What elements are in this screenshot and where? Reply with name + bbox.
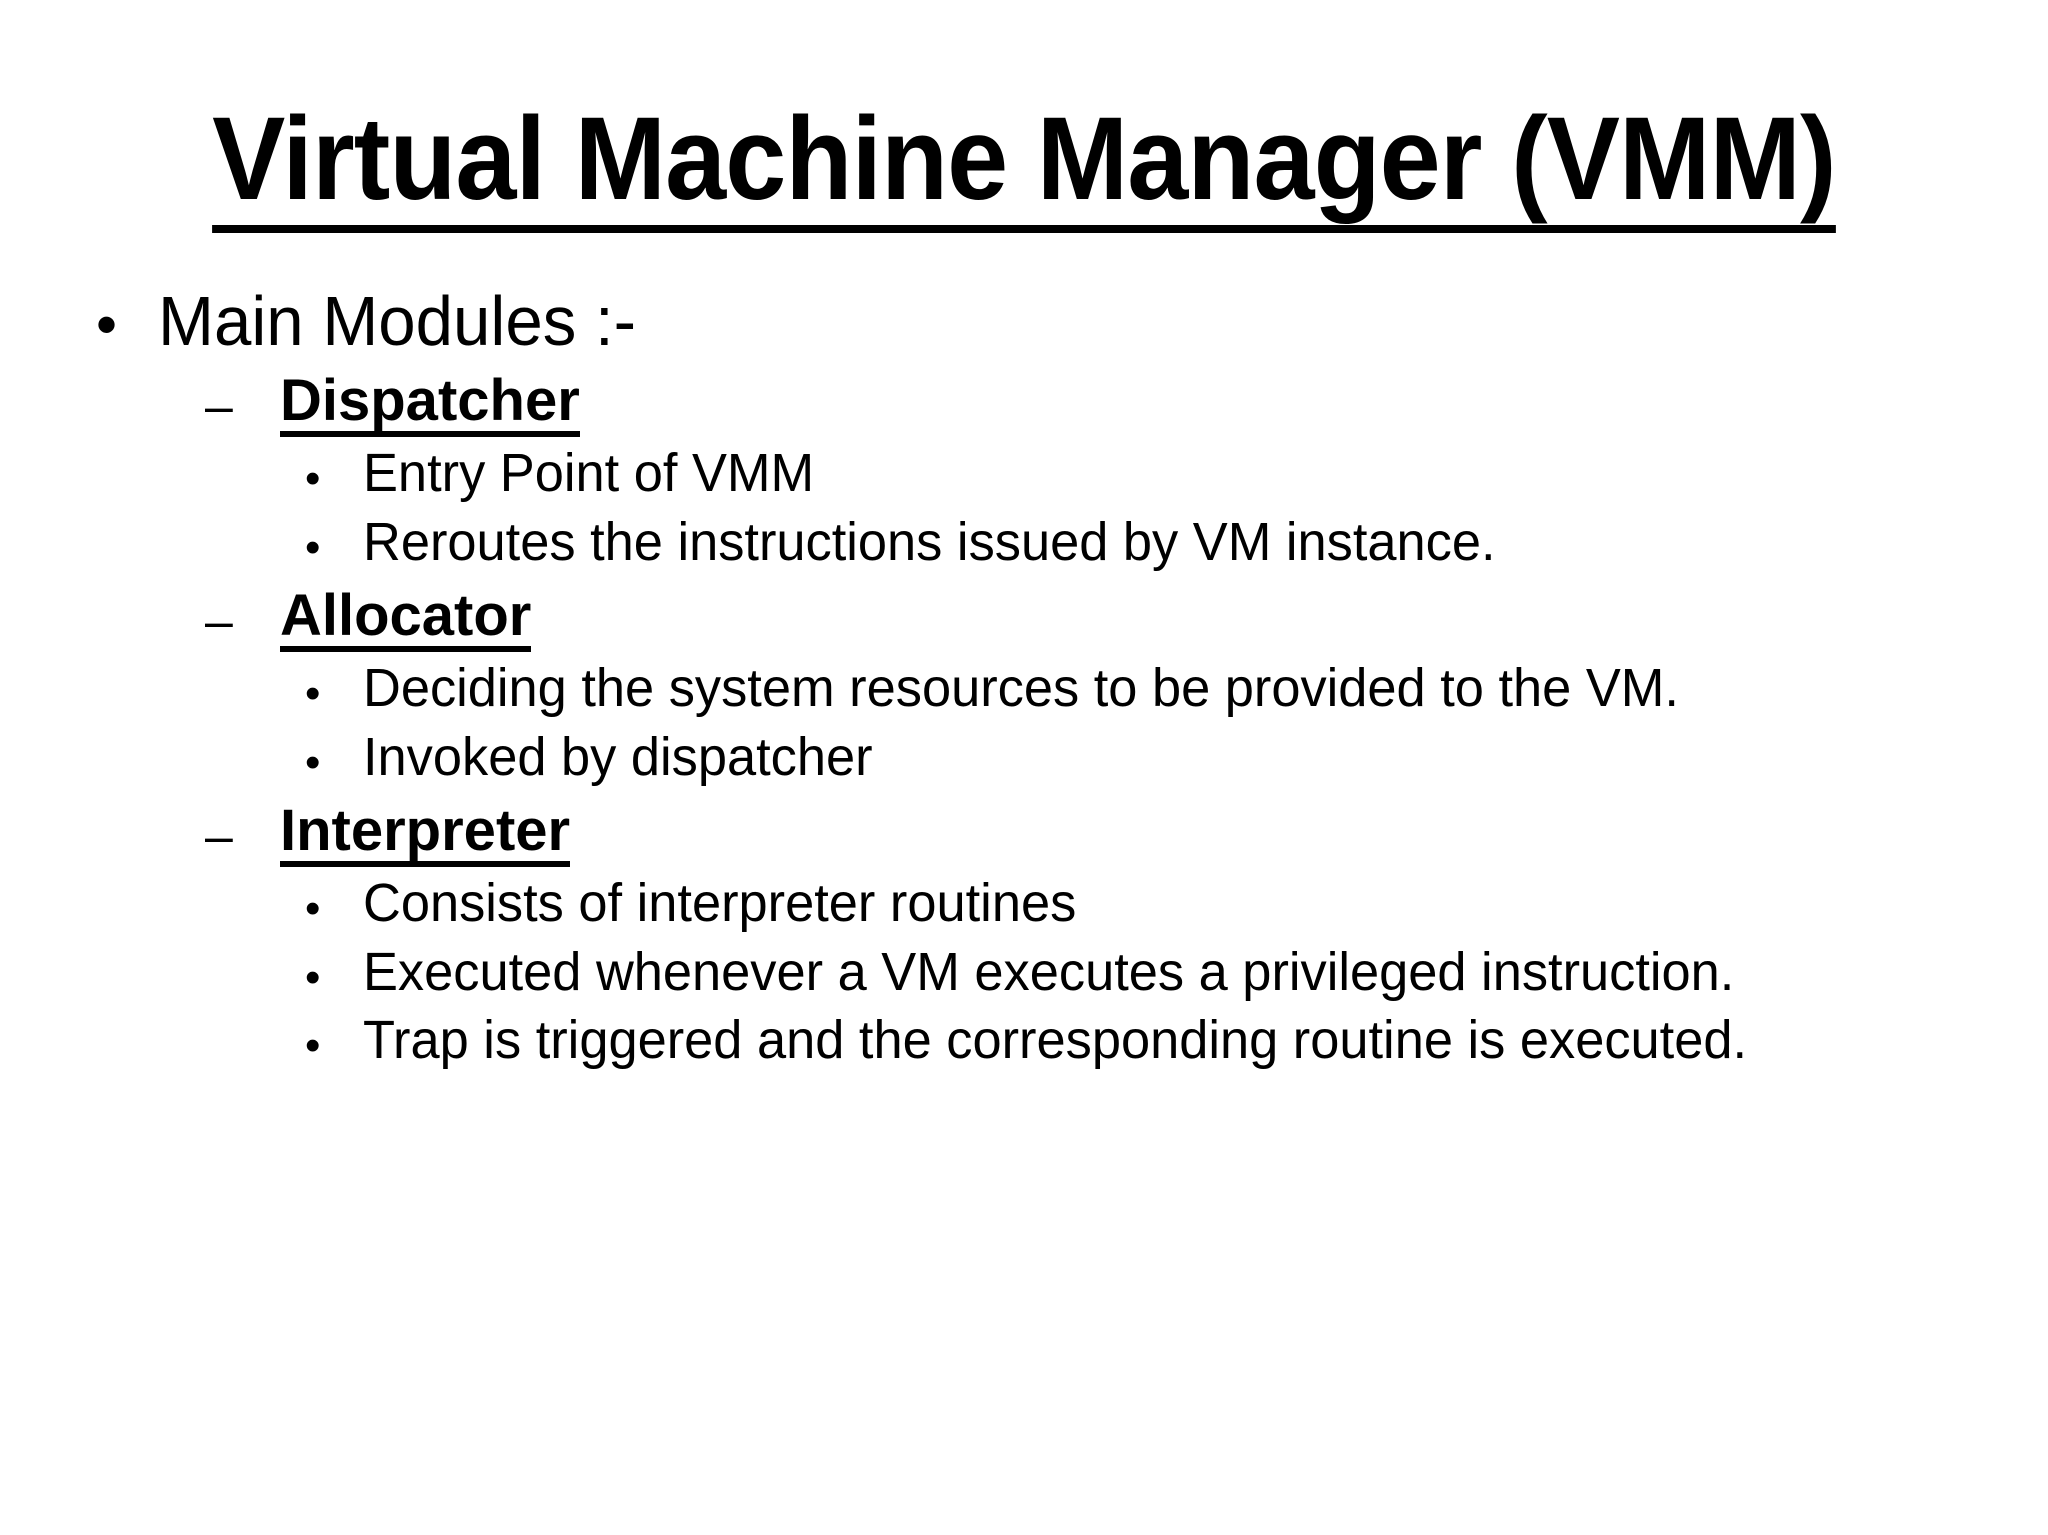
outline-item-level3[interactable]: • Reroutes the instructions issued by VM…: [0, 512, 2048, 572]
bullet-round-icon: •: [305, 669, 321, 719]
bullet-dash-icon: –: [205, 808, 233, 865]
outline-item-level2-interpreter[interactable]: – Interpreter: [0, 801, 2048, 868]
bullet-round-icon: •: [305, 454, 321, 504]
outline-item-text: Dispatcher: [280, 371, 2048, 438]
bullet-round-icon: •: [305, 522, 321, 572]
outline-item-text: Entry Point of VMM: [363, 443, 815, 504]
outline-item-text: Main Modules :-: [158, 282, 637, 360]
bullet-round-icon: •: [305, 1021, 321, 1071]
outline-item-level2-allocator[interactable]: – Allocator: [0, 586, 2048, 653]
outline-item-level3[interactable]: • Executed whenever a VM executes a priv…: [0, 942, 2048, 1002]
slide-title-block: Virtual Machine Manager (VMM): [0, 95, 2048, 234]
outline-item-label: Interpreter: [280, 802, 571, 868]
slide-title: Virtual Machine Manager (VMM): [212, 95, 1837, 234]
outline-item-level1[interactable]: • Main Modules :-: [0, 282, 2048, 360]
outline-item-text: Trap is triggered and the corresponding …: [363, 1010, 1748, 1071]
bullet-round-icon: •: [305, 884, 321, 934]
outline-item-text: Executed whenever a VM executes a privil…: [363, 941, 1735, 1002]
outline-item-level3[interactable]: • Trap is triggered and the correspondin…: [0, 1010, 2048, 1070]
outline-item-text: Interpreter: [280, 801, 2048, 868]
outline-item-text: Deciding the system resources to be prov…: [363, 658, 1679, 719]
outline-item-level3[interactable]: • Consists of interpreter routines: [0, 873, 2048, 933]
outline-item-level3[interactable]: • Entry Point of VMM: [0, 443, 2048, 503]
outline-item-text: Invoked by dispatcher: [363, 726, 873, 787]
outline-item-level2-dispatcher[interactable]: – Dispatcher: [0, 371, 2048, 438]
bullet-round-icon: •: [305, 737, 321, 787]
bullet-dash-icon: –: [205, 378, 233, 435]
outline-item-text: Allocator: [280, 586, 2048, 653]
bullet-round-icon: •: [96, 291, 118, 358]
outline-item-text: Consists of interpreter routines: [363, 873, 1077, 934]
outline-item-level3[interactable]: • Invoked by dispatcher: [0, 727, 2048, 787]
outline-item-text: Reroutes the instructions issued by VM i…: [363, 511, 1496, 572]
outline-item-label: Allocator: [280, 587, 532, 653]
outline-item-label: Dispatcher: [280, 372, 580, 438]
bullet-round-icon: •: [305, 952, 321, 1002]
bullet-dash-icon: –: [205, 593, 233, 650]
slide-body-outline: • Main Modules :- – Dispatcher • Entry P…: [0, 282, 2048, 1079]
outline-item-level3[interactable]: • Deciding the system resources to be pr…: [0, 658, 2048, 718]
